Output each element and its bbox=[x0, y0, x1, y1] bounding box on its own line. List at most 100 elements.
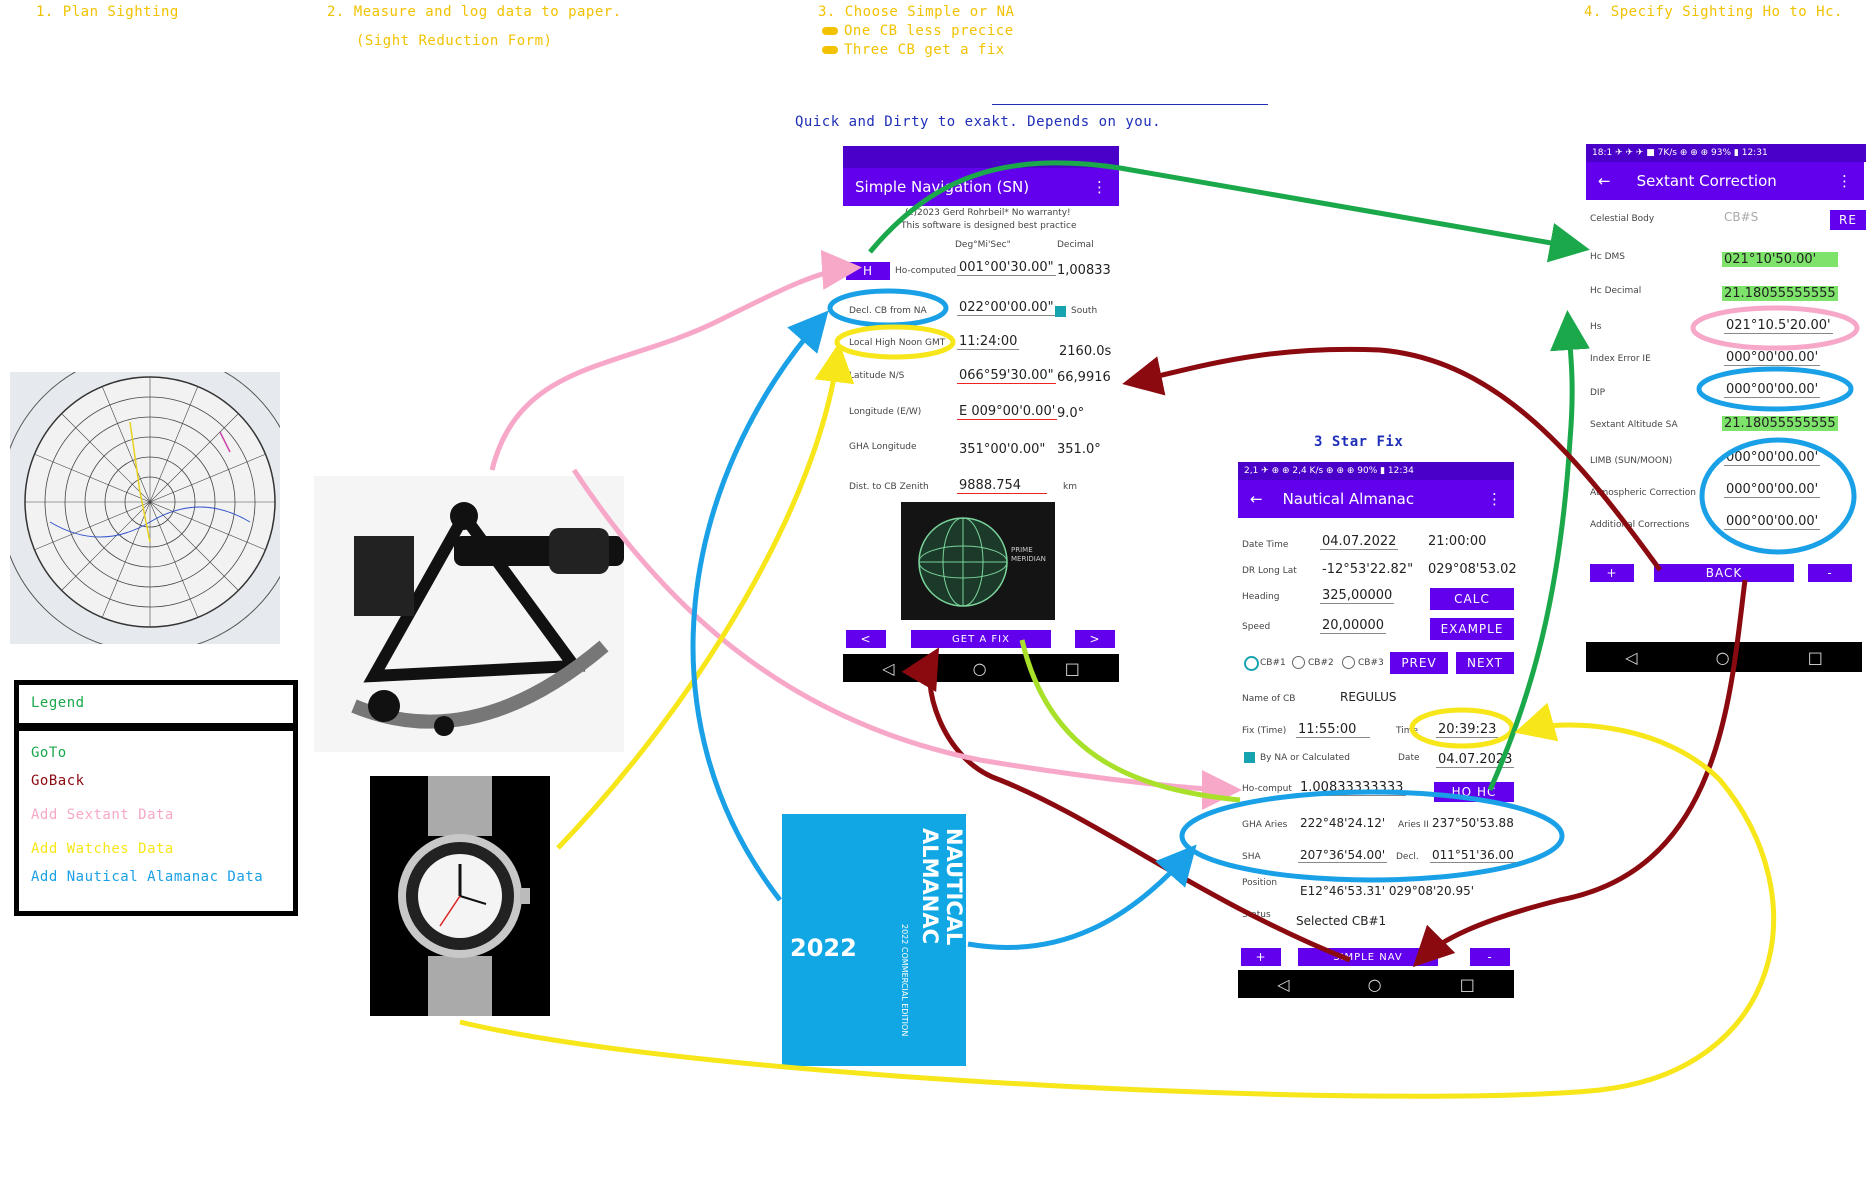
sha-value[interactable]: 207°36'54.00' bbox=[1298, 848, 1388, 863]
back-button[interactable]: BACK bbox=[1654, 564, 1794, 582]
speed-value[interactable]: 20,00000 bbox=[1320, 618, 1387, 634]
celestial-body-label: Celestial Body bbox=[1590, 214, 1655, 224]
gha-aries-value: 222°48'24.12' bbox=[1300, 816, 1386, 830]
distance-unit: km bbox=[1063, 482, 1077, 492]
legend-title: Legend bbox=[31, 695, 85, 711]
step-4-title: 4. Specify Sighting Ho to Hc. bbox=[1584, 4, 1843, 20]
dr-lat-value[interactable]: 029°08'53.02 bbox=[1428, 562, 1517, 577]
row-label-latitude: Latitude N/S bbox=[849, 371, 905, 381]
overflow-menu-icon[interactable]: ⋮ bbox=[1487, 490, 1502, 508]
reset-button[interactable]: RE bbox=[1830, 210, 1866, 230]
date-value[interactable]: 04.07.2022 bbox=[1320, 534, 1399, 550]
minus-button[interactable]: - bbox=[1808, 564, 1852, 582]
row-label-distance: Dist. to CB Zenith bbox=[849, 482, 929, 492]
calc-button[interactable]: CALC bbox=[1430, 588, 1514, 610]
next-button[interactable]: > bbox=[1075, 630, 1115, 648]
index-error-label: Index Error IE bbox=[1590, 354, 1651, 364]
ho-computed-label: Ho-comput bbox=[1242, 784, 1292, 794]
legend-header: Legend bbox=[14, 680, 298, 728]
recents-square-icon[interactable]: □ bbox=[1459, 974, 1475, 994]
prev-button[interactable]: < bbox=[846, 630, 886, 648]
legend-item-goto: GoTo bbox=[31, 745, 67, 761]
plus-button[interactable]: + bbox=[1590, 564, 1634, 582]
app-bar: Simple Navigation (SN) ⋮ bbox=[843, 168, 1119, 206]
cb1-radio-icon[interactable] bbox=[1244, 656, 1259, 671]
back-triangle-icon[interactable]: ◁ bbox=[1277, 974, 1290, 994]
home-circle-icon[interactable]: ○ bbox=[1715, 647, 1730, 667]
h-button[interactable]: H bbox=[846, 262, 890, 280]
fix-time-label: Fix (Time) bbox=[1242, 726, 1287, 736]
time-label: Time bbox=[1396, 726, 1419, 736]
name-of-cb-label: Name of CB bbox=[1242, 694, 1296, 704]
dr-long-value[interactable]: -12°53'22.82" bbox=[1322, 562, 1414, 577]
status-bar bbox=[843, 146, 1119, 168]
app-title: Simple Navigation (SN) bbox=[855, 178, 1030, 196]
minus-button[interactable]: - bbox=[1470, 948, 1510, 966]
status-bar: 2,1 ✈ ⊕ ⊕ 2,4 K/s ⊕ ⊕ ⊕ 90% ▮ 12:34 bbox=[1238, 462, 1514, 480]
prev-cb-button[interactable]: PREV bbox=[1390, 652, 1448, 674]
dip-value[interactable]: 000°00'00.00' bbox=[1724, 382, 1821, 398]
back-arrow-icon[interactable]: ← bbox=[1250, 490, 1263, 508]
bullet-icon bbox=[822, 27, 838, 35]
by-na-checkbox[interactable] bbox=[1244, 752, 1255, 763]
limb-value[interactable]: 000°00'00.00' bbox=[1724, 450, 1821, 466]
south-checkbox[interactable] bbox=[1055, 306, 1066, 317]
noon-time-value[interactable]: 11:24:00 bbox=[957, 334, 1020, 350]
position-label: Position bbox=[1242, 878, 1278, 888]
step-3-option-a: One CB less precice bbox=[822, 23, 1014, 39]
example-button[interactable]: EXAMPLE bbox=[1430, 618, 1514, 640]
home-circle-icon[interactable]: ○ bbox=[1367, 974, 1382, 994]
overflow-menu-icon[interactable]: ⋮ bbox=[1837, 172, 1852, 190]
cb2-radio-icon[interactable] bbox=[1292, 656, 1305, 669]
step-3-option-b: Three CB get a fix bbox=[822, 42, 1005, 58]
almanac-edition: 2022 COMMERCIAL EDITION bbox=[900, 924, 909, 1037]
almanac-arrow-sha bbox=[967, 844, 1197, 950]
status-label: Status bbox=[1242, 910, 1271, 920]
aries-label: Aries II bbox=[1398, 820, 1429, 830]
ho-hc-button[interactable]: HO HC bbox=[1434, 782, 1514, 802]
index-error-value[interactable]: 000°00'00.00' bbox=[1724, 350, 1821, 366]
noon-seconds-value: 2160.0s bbox=[1059, 344, 1112, 359]
recents-square-icon[interactable]: □ bbox=[1064, 658, 1080, 678]
gha-decimal-value: 351.0° bbox=[1057, 442, 1101, 457]
longitude-decimal-value: 9.0° bbox=[1057, 406, 1085, 421]
row-label-longitude: Longitude (E/W) bbox=[849, 407, 922, 417]
hs-value[interactable]: 021°10.5'20.00' bbox=[1724, 318, 1833, 334]
overflow-menu-icon[interactable]: ⋮ bbox=[1092, 178, 1107, 196]
time2-value[interactable]: 20:39:23 bbox=[1436, 722, 1499, 738]
time-value[interactable]: 21:00:00 bbox=[1428, 534, 1487, 549]
step-2-subtitle: (Sight Reduction Form) bbox=[356, 33, 553, 49]
back-triangle-icon[interactable]: ◁ bbox=[882, 658, 895, 678]
decl-value[interactable]: 011°51'36.00 bbox=[1430, 848, 1516, 863]
latitude-dms-value[interactable]: 066°59'30.00" bbox=[957, 368, 1056, 384]
fix-time-value[interactable]: 11:55:00 bbox=[1296, 722, 1370, 738]
next-cb-button[interactable]: NEXT bbox=[1456, 652, 1514, 674]
back-triangle-icon[interactable]: ◁ bbox=[1625, 647, 1638, 667]
ho-dms-value[interactable]: 001°00'30.00" bbox=[957, 260, 1056, 276]
simple-navigation-screen: Simple Navigation (SN) ⋮ (c)2023 Gerd Ro… bbox=[843, 146, 1119, 682]
cb3-radio-icon[interactable] bbox=[1342, 656, 1355, 669]
almanac-arrow-decl bbox=[690, 310, 829, 902]
home-circle-icon[interactable]: ○ bbox=[972, 658, 987, 678]
decl-dms-value[interactable]: 022°00'00.00" bbox=[957, 300, 1056, 316]
globe-caption: PRIME MERIDIAN bbox=[1011, 546, 1046, 563]
date2-value[interactable]: 04.07.2023 bbox=[1436, 752, 1515, 768]
simple-nav-button[interactable]: SIMPLE NAV bbox=[1298, 948, 1438, 966]
copyright-text: (c)2023 Gerd Rohrbeil* No warranty! bbox=[905, 208, 1071, 218]
additional-value[interactable]: 000°00'00.00' bbox=[1724, 514, 1821, 530]
app-title: Sextant Correction bbox=[1636, 172, 1777, 190]
back-arrow-icon[interactable]: ← bbox=[1598, 172, 1611, 190]
get-a-fix-button[interactable]: GET A FIX bbox=[911, 630, 1051, 648]
celestial-body-value[interactable]: CB#S bbox=[1724, 210, 1759, 224]
android-nav-bar: ◁ ○ □ bbox=[843, 654, 1119, 682]
recents-square-icon[interactable]: □ bbox=[1807, 647, 1823, 667]
aries-value: 237°50'53.88 bbox=[1432, 816, 1514, 830]
heading-value[interactable]: 325,00000 bbox=[1320, 588, 1395, 604]
step-3-note: Quick and Dirty to exakt. Depends on you… bbox=[795, 114, 1162, 130]
longitude-dms-value[interactable]: E 009°00'0.00' bbox=[957, 404, 1058, 420]
hc-dms-value: 021°10'50.00' bbox=[1722, 252, 1838, 267]
atmospheric-value[interactable]: 000°00'00.00' bbox=[1724, 482, 1821, 498]
plus-button[interactable]: + bbox=[1241, 948, 1281, 966]
legend-body: GoTo GoBack Add Sextant Data Add Watches… bbox=[14, 726, 298, 916]
ho-computed-value: 1.00833333333 bbox=[1298, 780, 1406, 796]
